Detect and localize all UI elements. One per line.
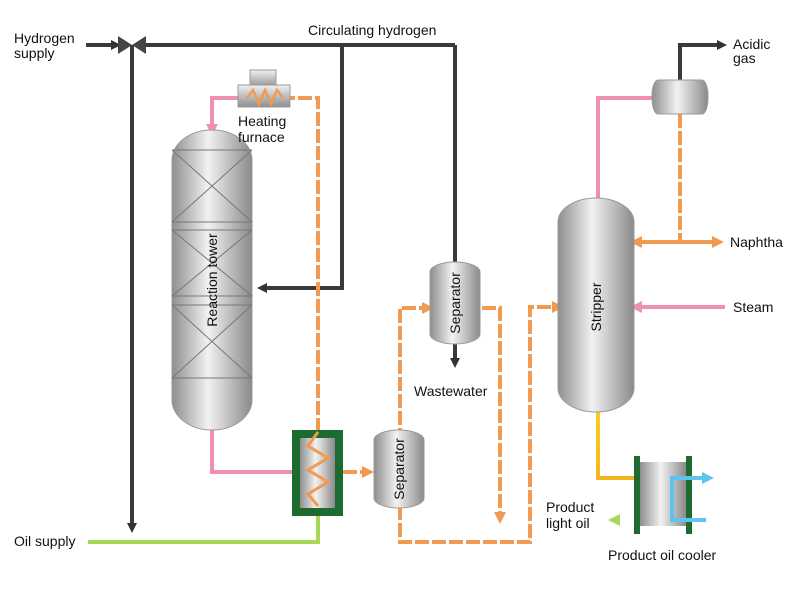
separator-to-drain-line (482, 306, 506, 524)
separator-bottom-label: Separator (391, 438, 407, 500)
hydrogen-to-reaction-line (257, 45, 344, 293)
steam-label: Steam (733, 299, 773, 315)
hydrogen-lines (86, 40, 727, 533)
circulating-hydrogen-label: Circulating hydrogen (308, 22, 436, 38)
naphtha-back-arrow-icon (630, 236, 642, 248)
separator-top-vessel (429, 261, 481, 345)
separator-top-label: Separator (447, 272, 463, 334)
reactor-bottom-line (210, 430, 292, 474)
furnace-coil-icon (246, 86, 284, 108)
wastewater-label: Wastewater (414, 383, 488, 399)
product-light-oil-label: Product light oil (546, 499, 598, 531)
oil-supply-label: Oil supply (14, 533, 75, 549)
stripper-label: Stripper (588, 282, 604, 331)
separator-to-stripper-line (398, 301, 564, 544)
naphtha-label: Naphtha (730, 234, 783, 250)
coolant-line (670, 472, 714, 522)
reaction-tower-label: Reaction tower (204, 233, 220, 327)
pink-lines (206, 96, 725, 474)
furnace-to-reactor-line (206, 96, 240, 136)
oil-supply-line (88, 512, 320, 544)
valve-icon (118, 36, 146, 54)
hot-oil-lines (288, 96, 724, 544)
stripper-overhead-line (596, 96, 652, 200)
hydrogen-supply-label: Hydrogen supply (14, 30, 79, 61)
stripper-vessel (557, 197, 635, 413)
exchanger-coil-icon (305, 431, 331, 507)
exchanger-to-furnace-line (288, 96, 320, 432)
heating-furnace-label: Heating furnace (238, 113, 290, 145)
acidic-gas-label: Acidic gas (733, 36, 774, 66)
oil-supply-lines (88, 512, 320, 544)
acidic-gas-drum (651, 79, 709, 115)
heating-furnace (237, 69, 291, 108)
product-oil-cooler (634, 456, 714, 534)
separator-bottom-vessel (373, 429, 425, 509)
separator-to-separator-line (398, 302, 434, 442)
acidic-gas-line (678, 40, 727, 80)
product-oil-cooler-label: Product oil cooler (608, 547, 717, 563)
reaction-tower (171, 129, 253, 431)
heat-exchanger (292, 430, 343, 516)
